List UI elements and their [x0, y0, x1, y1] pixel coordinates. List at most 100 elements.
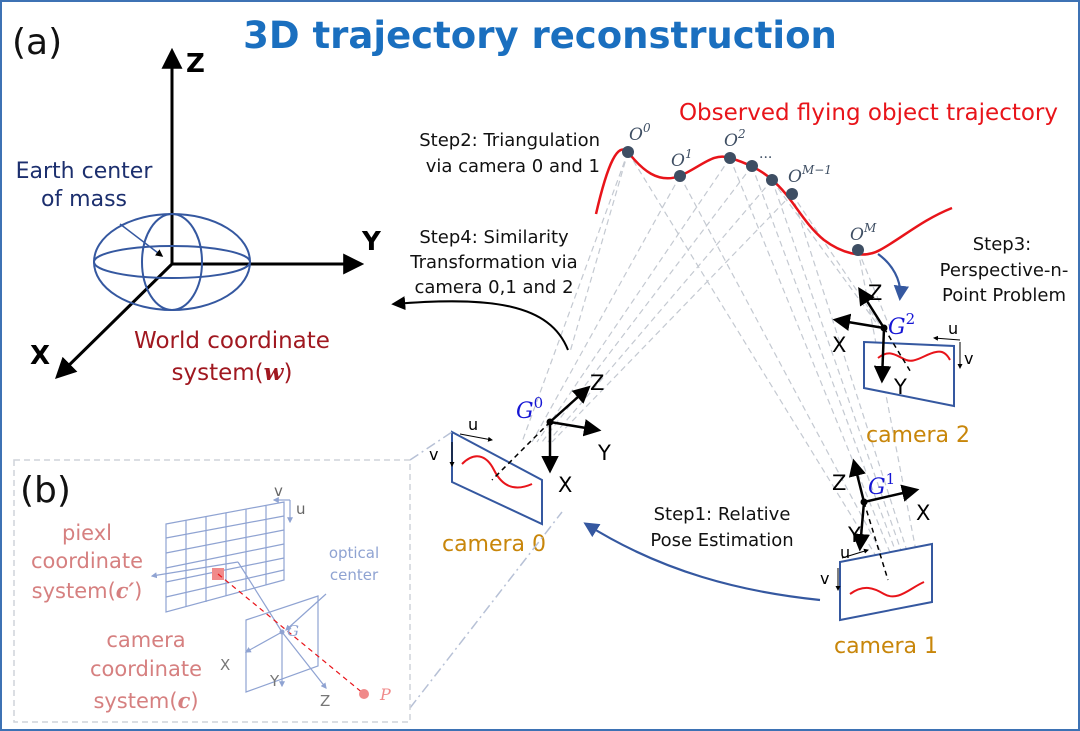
- svg-text:X: X: [832, 333, 846, 357]
- svg-text:Step1: Relative: Step1: Relative: [654, 504, 791, 525]
- svg-text:X: X: [558, 473, 572, 497]
- svg-text:Step4: Similarity: Step4: Similarity: [419, 227, 569, 248]
- projection-ray: [217, 573, 365, 695]
- step2-text: Step2: Triangulation via camera 0 and 1: [419, 130, 600, 177]
- svg-text:system(c′): system(c′): [32, 578, 143, 603]
- trajectory-label: Observed flying object trajectory: [679, 100, 1058, 126]
- earth-label-line2: of mass: [41, 187, 127, 212]
- world-x-axis: [55, 262, 174, 379]
- step3-arrow: [877, 253, 910, 302]
- svg-text:coordinate: coordinate: [90, 657, 202, 681]
- trajectory-point-o0: [622, 146, 634, 158]
- trajectory-curve: [594, 148, 953, 256]
- camera-0-center: G0: [516, 394, 543, 424]
- svg-text:Pose Estimation: Pose Estimation: [650, 530, 793, 551]
- trajectory-point-o4: [766, 174, 778, 186]
- camera-1-y-axis: [852, 501, 870, 552]
- svg-text:camera 0,1 and 2: camera 0,1 and 2: [414, 277, 573, 298]
- svg-text:u: u: [296, 500, 306, 518]
- optical-center-label-line2: center: [330, 566, 379, 584]
- svg-text:Y: Y: [597, 441, 611, 465]
- figure-title: 3D trajectory reconstruction: [243, 14, 837, 57]
- svg-text:v: v: [820, 569, 829, 588]
- step3-text: Step3: Perspective-n- Point Problem: [940, 234, 1069, 306]
- step4-text: Step4: Similarity Transformation via cam…: [409, 227, 577, 298]
- svg-text:u: u: [948, 319, 958, 338]
- pixel-coord-label: piexl coordinate system(c′): [31, 521, 143, 603]
- svg-text:Z: Z: [320, 692, 330, 710]
- world-point-p: [359, 689, 369, 699]
- svg-text:u: u: [468, 415, 478, 434]
- svg-text:Y: Y: [893, 375, 907, 399]
- camera-1: u v Z X Y G1 camera 1: [820, 458, 938, 659]
- trajectory-point-o1: [674, 170, 686, 182]
- point-label-ellipsis: ...: [759, 146, 772, 162]
- trajectory-point-om1: [786, 188, 798, 200]
- camera-1-image-trajectory: [849, 581, 925, 598]
- camera-2-image-plane: [863, 340, 955, 408]
- camera-0-y-axis: [549, 419, 602, 437]
- earth-label-line1: Earth center: [16, 159, 154, 184]
- svg-text:via camera 0 and 1: via camera 0 and 1: [426, 156, 600, 177]
- trajectory-point-o3: [746, 160, 758, 172]
- svg-text:u: u: [840, 543, 850, 562]
- camera-2-image-trajectory: [877, 350, 951, 362]
- camera-1-z-axis: [848, 458, 866, 503]
- camera-0-z-axis: [549, 385, 591, 423]
- camera-1-x-axis: [863, 484, 920, 504]
- trajectory-points: O0 O1 O2 ... OM−1 OM: [622, 121, 877, 256]
- world-y-label: Y: [361, 227, 382, 257]
- camera-2-label: camera 2: [866, 423, 970, 448]
- svg-text:v: v: [429, 445, 438, 464]
- trajectory-point-om: [852, 244, 864, 256]
- point-label-o0: O0: [629, 121, 651, 145]
- svg-text:X: X: [220, 656, 230, 674]
- step4-arrow: [391, 296, 569, 351]
- point-label-om1: OM−1: [788, 163, 832, 187]
- camera-2-z-axis: [858, 287, 886, 329]
- camera-0: u v Z Y X G0 camera 0: [429, 371, 611, 557]
- svg-text:Z: Z: [832, 471, 846, 495]
- panel-a-label: (a): [12, 22, 62, 63]
- svg-text:camera: camera: [106, 628, 185, 652]
- optical-center-label-line1: optical: [329, 544, 379, 562]
- earth-ellipse-vertical: [141, 213, 203, 311]
- world-x-label: X: [30, 341, 50, 371]
- world-coord-label-line2: system(w): [172, 359, 293, 386]
- svg-text:Perspective-n-: Perspective-n-: [940, 260, 1069, 281]
- camera-2: u v Z X Y G2 camera 2: [832, 281, 973, 448]
- svg-text:P: P: [379, 685, 391, 704]
- svg-text:Point Problem: Point Problem: [942, 285, 1066, 306]
- step1-arrow: [583, 522, 821, 602]
- svg-text:X: X: [916, 501, 930, 525]
- camera-coord-label: camera coordinate system(c): [90, 628, 202, 713]
- svg-text:system(c): system(c): [93, 688, 198, 713]
- point-label-o2: O2: [724, 127, 746, 151]
- svg-text:Transformation via: Transformation via: [409, 252, 577, 273]
- svg-text:Y: Y: [847, 523, 861, 547]
- world-z-label: Z: [186, 49, 205, 79]
- camera-1-image-plane: [839, 542, 933, 622]
- svg-text:Step2: Triangulation: Step2: Triangulation: [419, 130, 600, 151]
- camera-0-image-plane: [451, 430, 543, 526]
- point-label-o1: O1: [671, 147, 693, 171]
- camera-1-label: camera 1: [834, 634, 938, 659]
- pixel-grid: [165, 501, 285, 613]
- camera-2-y-axis: [873, 327, 892, 384]
- camera-2-center: G2: [888, 310, 915, 340]
- camera-2-x-axis: [832, 313, 885, 331]
- camera-0-image-trajectory: [461, 455, 533, 489]
- point-label-om: OM: [850, 221, 877, 245]
- svg-text:Z: Z: [590, 371, 604, 395]
- svg-text:G: G: [287, 622, 299, 640]
- svg-text:Step3:: Step3:: [973, 234, 1032, 255]
- world-coordinate-system: Z Y X Earth center of mass World coordin…: [16, 47, 382, 386]
- svg-text:coordinate: coordinate: [31, 549, 143, 573]
- trajectory-point-o2: [724, 152, 736, 164]
- camera-0-label: camera 0: [442, 532, 546, 557]
- earth-ellipse-equator: [93, 245, 251, 279]
- earth-center-pointer: [119, 223, 164, 257]
- step1-text: Step1: Relative Pose Estimation: [650, 504, 793, 551]
